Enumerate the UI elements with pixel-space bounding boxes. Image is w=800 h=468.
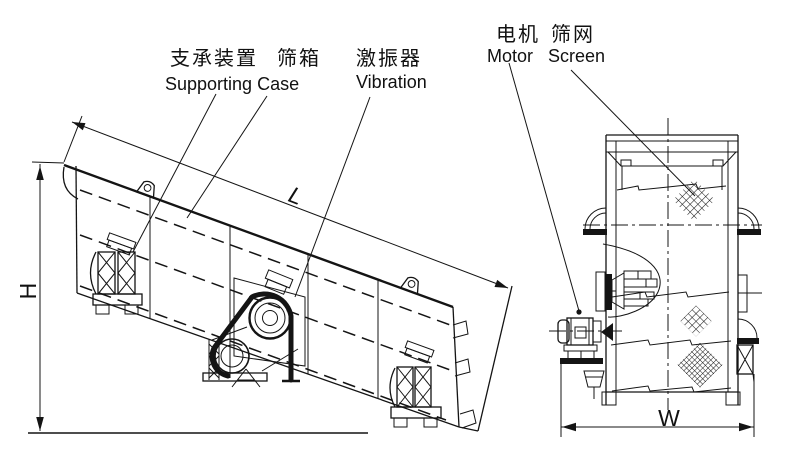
leader-supporting [132, 93, 217, 253]
panel-dividers [149, 196, 379, 399]
leader-motor [508, 62, 580, 312]
shaft-coupling [592, 320, 602, 343]
leader-vibration [294, 96, 371, 298]
vibration-exciter [202, 269, 306, 388]
support-spring-left [89, 232, 143, 315]
feed-lip-curve [62, 166, 79, 200]
side-view: 支承装置 筛箱 Supporting Case 激振器 Vibration L … [15, 47, 513, 434]
label-screen-zh: 筛网 [551, 23, 595, 46]
side-rail-right [737, 274, 748, 313]
mount-bracket-right-lower [737, 318, 759, 344]
label-supporting-case-en: Supporting Case [165, 74, 299, 94]
screen-mesh-middle [680, 305, 712, 337]
end-view: 电机 筛网 Motor Screen W [487, 23, 762, 437]
belt-section [601, 323, 613, 341]
motor-end [557, 309, 613, 399]
dimension-L [63, 115, 509, 289]
frame-foot [601, 391, 617, 406]
arrowhead-left [562, 422, 576, 432]
motor-base [560, 358, 603, 364]
leader-screen [570, 69, 696, 197]
label-vibrator-zh: 激振器 [356, 47, 422, 70]
label-motor-en: Motor [487, 46, 533, 66]
fines-chute [583, 370, 605, 388]
discharge-edge [477, 285, 513, 432]
leader-dot [576, 309, 582, 315]
deck-lines-dashed [79, 189, 454, 421]
label-supporting-zh: 支承装置 [170, 47, 258, 70]
spring-coil-curve [389, 367, 396, 408]
lifting-lug [399, 276, 419, 295]
dimension-H [31, 161, 65, 431]
exciter-top-flange [264, 269, 294, 295]
mount-bracket-left [583, 207, 607, 235]
motor-pulley [214, 338, 250, 374]
inlet-hopper [607, 151, 737, 167]
frame-foot [725, 391, 741, 406]
arrowhead-right [494, 279, 508, 288]
motor-stand [202, 326, 299, 388]
spring-coil-curve [89, 251, 97, 295]
label-vibrator-en: Vibration [356, 72, 427, 92]
leader-case [186, 95, 268, 219]
belt-guard-curve [602, 243, 661, 318]
arrowhead-down [36, 417, 44, 431]
arrowhead-right [739, 422, 753, 432]
label-motor-zh: 电机 [496, 23, 540, 46]
screen-box [62, 163, 513, 432]
dim-label-W: W [658, 405, 680, 431]
frame [601, 134, 741, 406]
screen-mesh-upper [672, 178, 716, 222]
exciter-housing [233, 277, 306, 367]
support-spring-right [389, 340, 442, 428]
flange-tab [459, 409, 477, 429]
label-case-zh: 筛箱 [277, 47, 321, 70]
flange-tab [452, 320, 469, 339]
arrowhead-left [72, 122, 86, 131]
v-belt [209, 291, 294, 383]
label-screen-en: Screen [548, 46, 605, 66]
lifting-lug [135, 180, 155, 199]
arrowhead-up [36, 166, 44, 180]
mount-bracket-right-upper [737, 207, 761, 235]
exciter-end [595, 243, 661, 318]
dim-label-L: L [285, 181, 306, 210]
dim-label-H: H [15, 283, 41, 300]
flange-tab [454, 358, 471, 377]
dimension-W [560, 362, 755, 437]
end-spring-right [736, 344, 755, 383]
screen-mesh-lower [677, 342, 723, 388]
